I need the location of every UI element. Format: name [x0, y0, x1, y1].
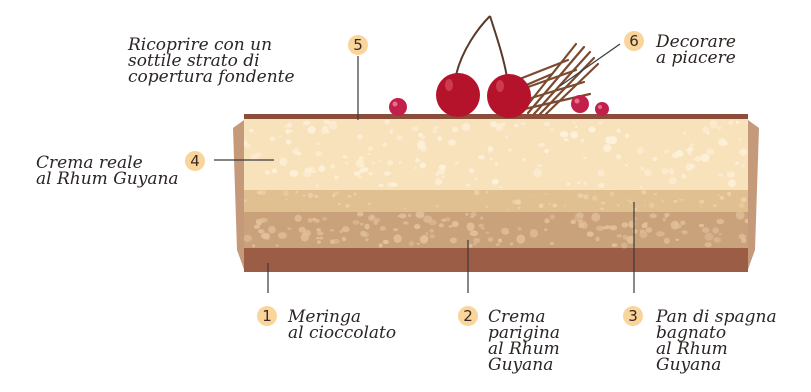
label-5-line-3: copertura fondente: [128, 67, 295, 87]
case-left-wing: [233, 120, 245, 272]
label-1-line-1: Meringa: [288, 307, 361, 327]
label-2-line-4: Guyana: [488, 355, 554, 375]
label-3-line-4: Guyana: [656, 355, 722, 375]
label-3-line-3: al Rhum: [656, 339, 728, 359]
leader-6: [559, 43, 621, 87]
cherries: [436, 15, 531, 118]
leader-lines: [214, 43, 635, 293]
label-5-line-2: sottile strato di: [128, 51, 260, 71]
label-meringa: Meringa al cioccolato: [288, 307, 397, 343]
label-2-line-1: Crema: [488, 307, 546, 327]
label-5-line-1: Ricoprire con un: [128, 35, 273, 55]
label-2-line-3: al Rhum: [488, 339, 560, 359]
label-decorare: Decorare a piacere: [656, 32, 736, 68]
badge-1: 1: [257, 306, 277, 326]
case-right-wing: [747, 120, 759, 272]
label-crema-parigina: Crema parigina al Rhum Guyana: [488, 307, 560, 375]
label-4-line-1: Crema reale: [36, 153, 143, 173]
label-crema-reale: Crema reale al Rhum Guyana: [36, 153, 179, 189]
layer-glaze: [244, 114, 748, 119]
label-2-line-2: parigina: [488, 323, 560, 343]
badge-6: 6: [624, 31, 644, 51]
cake-texture: [244, 119, 748, 249]
label-6-line-1: Decorare: [656, 32, 736, 52]
label-6-line-2: a piacere: [656, 48, 736, 68]
label-1-line-2: al cioccolato: [288, 323, 397, 343]
cherry-right: [487, 74, 531, 118]
badge-5: 5: [348, 35, 368, 55]
label-4-line-2: al Rhum Guyana: [36, 169, 179, 189]
badge-4: 4: [185, 151, 205, 171]
label-3-line-1: Pan di spagna: [656, 307, 777, 327]
cherry-left: [436, 73, 480, 117]
berries: [389, 95, 609, 116]
label-pan-di-spagna: Pan di spagna bagnato al Rhum Guyana: [656, 307, 777, 375]
layer-meringa: [244, 248, 748, 272]
label-copertura: Ricoprire con un sottile strato di coper…: [128, 35, 295, 87]
badge-2: 2: [458, 306, 478, 326]
label-3-line-2: bagnato: [656, 323, 727, 343]
layer-pan-di-spagna: [244, 190, 748, 212]
badge-3: 3: [623, 306, 643, 326]
